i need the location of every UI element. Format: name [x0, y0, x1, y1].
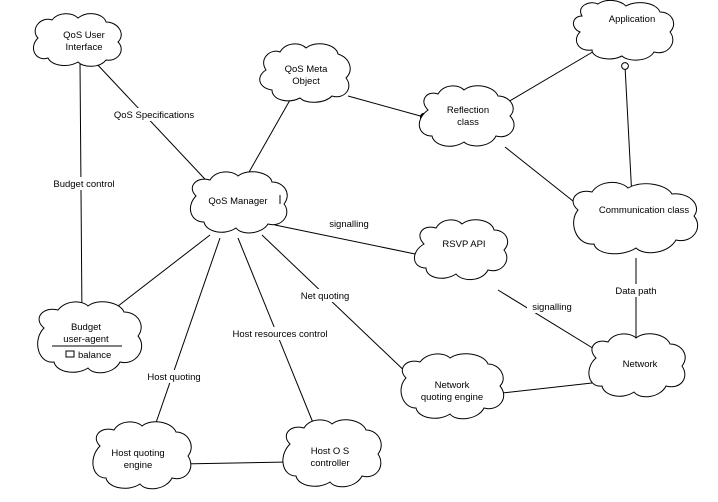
node-host-quoting-engine: Host quoting engine [92, 421, 192, 490]
cloud-shape [92, 421, 192, 490]
node-label: controller [310, 458, 349, 469]
edge-label-data-path: Data path [615, 286, 656, 297]
edge-ui-budget [79, 61, 83, 321]
node-label: Budget [71, 322, 101, 333]
label-backdrop [47, 177, 121, 190]
edge-manager-hostquoting [149, 237, 221, 441]
node-label: class [457, 117, 479, 128]
node-label: Interface [66, 42, 103, 53]
node-rsvp-api: RSVP API [414, 219, 509, 280]
node-qos-meta-object: QoS Meta Object [259, 43, 351, 103]
edges [79, 49, 637, 465]
edge-netquoting-network [492, 382, 593, 395]
edge-application-communication [624, 65, 633, 199]
node-label: Object [292, 76, 320, 87]
node-label: Communication class [599, 205, 690, 216]
node-label: Network [623, 359, 658, 370]
node-reflection-class: Reflection class [418, 85, 515, 147]
edge-hostquoting-hostos [179, 461, 289, 465]
node-budget-user-agent: Budget user-agent balance [37, 301, 143, 374]
open-connector-circle [621, 62, 629, 70]
edge-label-host-resources-control: Host resources control [232, 329, 327, 340]
edge-manager-rsvp [274, 224, 421, 256]
node-label: QoS Manager [208, 196, 267, 207]
attribute-icon [65, 350, 75, 358]
edge-labels: QoS Specifications Budget control signal… [47, 108, 660, 383]
edge-label-budget-control: Budget control [53, 179, 114, 190]
edge-reflection-communication [504, 146, 579, 206]
node-network-quoting-engine: Network quoting engine [400, 353, 505, 420]
node-application: Application [573, 0, 675, 61]
node-label: Host quoting [111, 448, 164, 459]
attribute-label: balance [78, 350, 111, 361]
label-backdrop [612, 284, 660, 297]
cloud-shape [572, 182, 699, 255]
node-label: QoS Meta [285, 64, 328, 75]
label-backdrop [527, 300, 577, 313]
node-network: Network [588, 333, 686, 398]
cloud-shape [414, 219, 509, 280]
cloud-shape [588, 333, 686, 398]
edge-ui-manager [94, 61, 219, 194]
node-qos-manager: QoS Manager [189, 171, 288, 234]
cloud-shape [400, 353, 505, 420]
edge-meta-reflection [347, 95, 425, 118]
edge-reflection-application [507, 49, 597, 103]
edge-label-net-quoting: Net quoting [301, 291, 350, 302]
label-backdrop [296, 289, 354, 302]
node-label: Reflection [447, 105, 489, 116]
cloud-shape [282, 419, 382, 488]
cloud-shape [33, 13, 122, 67]
edge-manager-netquoting [261, 234, 413, 379]
cloud-shape [573, 0, 675, 61]
label-backdrop [143, 370, 205, 383]
node-label: Application [609, 14, 655, 25]
edge-label-host-quoting: Host quoting [147, 372, 200, 383]
node-communication-class: Communication class [572, 182, 699, 255]
cloud-shape [189, 171, 288, 234]
label-backdrop [229, 327, 331, 340]
edge-label-qos-specifications: QoS Specifications [114, 110, 195, 121]
node-label: user-agent [63, 334, 109, 345]
node-label: Host O S [311, 446, 350, 457]
node-host-os-controller: Host O S controller [282, 419, 382, 488]
edge-label-signalling: signalling [329, 219, 369, 230]
node-qos-user-interface: QoS User Interface [33, 13, 122, 67]
edge-rsvp-network [497, 289, 605, 356]
node-label: quoting engine [421, 392, 483, 403]
node-label: QoS User [63, 30, 105, 41]
cloud-shape [418, 85, 515, 147]
node-label: engine [124, 460, 153, 471]
cloud-shape [37, 301, 143, 374]
node-label: Network [435, 380, 470, 391]
label-backdrop [107, 108, 201, 121]
cloud-shape [259, 43, 351, 103]
node-label: RSVP API [442, 239, 485, 250]
edge-label-signalling-network: signalling [532, 302, 572, 313]
